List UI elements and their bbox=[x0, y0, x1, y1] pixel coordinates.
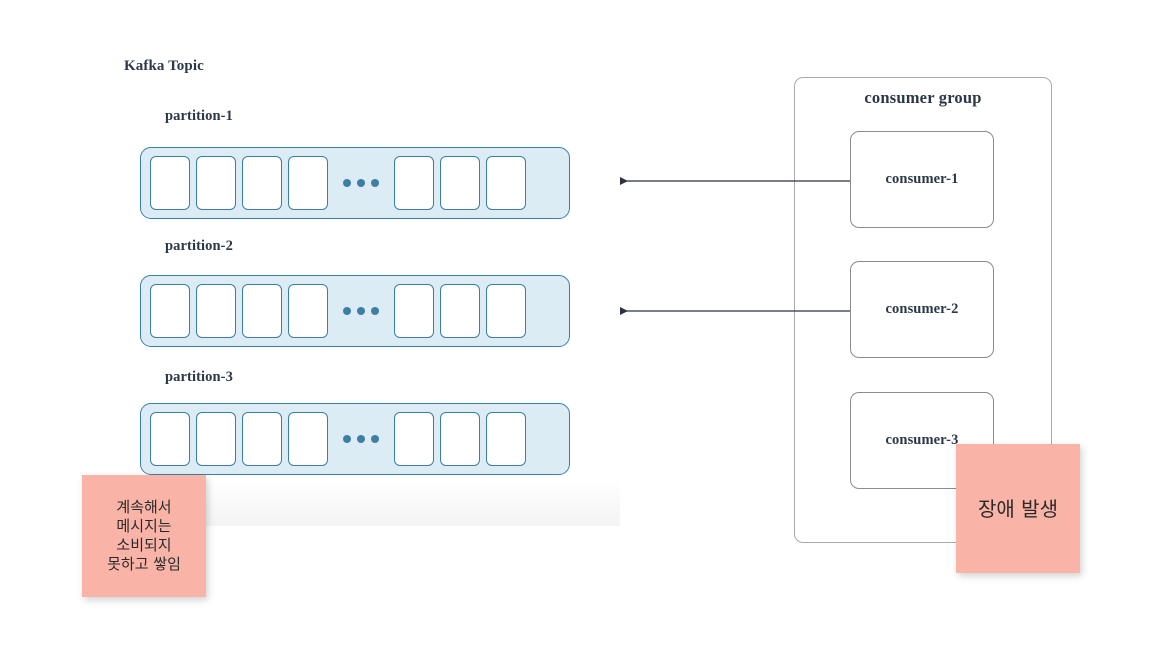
partition-3-cell-2 bbox=[196, 412, 236, 466]
partition-1-cell-1 bbox=[150, 156, 190, 210]
consumer-2-box[interactable]: consumer-2 bbox=[850, 261, 994, 358]
partition-2-bar bbox=[140, 275, 570, 347]
failure-sticky-note: 장애 발생 bbox=[956, 444, 1080, 573]
consumer-group-title: consumer group bbox=[864, 88, 982, 107]
partition-1-cell-6 bbox=[440, 156, 480, 210]
backlog-sticky-note: 계속해서 메시지는 소비되지 못하고 쌓임 bbox=[82, 475, 206, 597]
consumer-3-label: consumer-3 bbox=[885, 432, 959, 448]
partition-1-bar bbox=[140, 147, 570, 219]
consumer-group-panel: consumer group bbox=[794, 77, 1052, 543]
partition-1-cell-4 bbox=[288, 156, 328, 210]
partition-2-cell-3 bbox=[242, 284, 282, 338]
partition-2-cell-2 bbox=[196, 284, 236, 338]
partition-2-cell-6 bbox=[440, 284, 480, 338]
partition-3-cell-5 bbox=[394, 412, 434, 466]
consumer-2-label: consumer-2 bbox=[885, 301, 959, 317]
partition-1-cell-5 bbox=[394, 156, 434, 210]
partition-3-cell-4 bbox=[288, 412, 328, 466]
partition-1-cell-2 bbox=[196, 156, 236, 210]
partition-3-ellipsis-icon bbox=[334, 435, 388, 443]
partition-2-cell-1 bbox=[150, 284, 190, 338]
failure-note-text: 장애 발생 bbox=[978, 496, 1058, 521]
partition-1-cell-3 bbox=[242, 156, 282, 210]
partition-3-cell-6 bbox=[440, 412, 480, 466]
partition-2-cell-4 bbox=[288, 284, 328, 338]
partition-3-cell-3 bbox=[242, 412, 282, 466]
backlog-note-text: 계속해서 메시지는 소비되지 못하고 쌓임 bbox=[107, 497, 181, 574]
partition-3-label: partition-3 bbox=[165, 369, 233, 385]
consumer-1-box[interactable]: consumer-1 bbox=[850, 131, 994, 228]
partition-1-ellipsis-icon bbox=[334, 179, 388, 187]
partition-2-ellipsis-icon bbox=[334, 307, 388, 315]
partition-3-cell-7 bbox=[486, 412, 526, 466]
kafka-topic-label: Kafka Topic bbox=[124, 58, 204, 74]
partition-2-label: partition-2 bbox=[165, 238, 233, 254]
partition-shadow-band bbox=[140, 480, 620, 526]
partition-1-label: partition-1 bbox=[165, 108, 233, 124]
partition-2-cell-5 bbox=[394, 284, 434, 338]
partition-2-cell-7 bbox=[486, 284, 526, 338]
partition-3-cell-1 bbox=[150, 412, 190, 466]
partition-3-bar bbox=[140, 403, 570, 475]
consumer-1-label: consumer-1 bbox=[885, 171, 959, 187]
partition-1-cell-7 bbox=[486, 156, 526, 210]
